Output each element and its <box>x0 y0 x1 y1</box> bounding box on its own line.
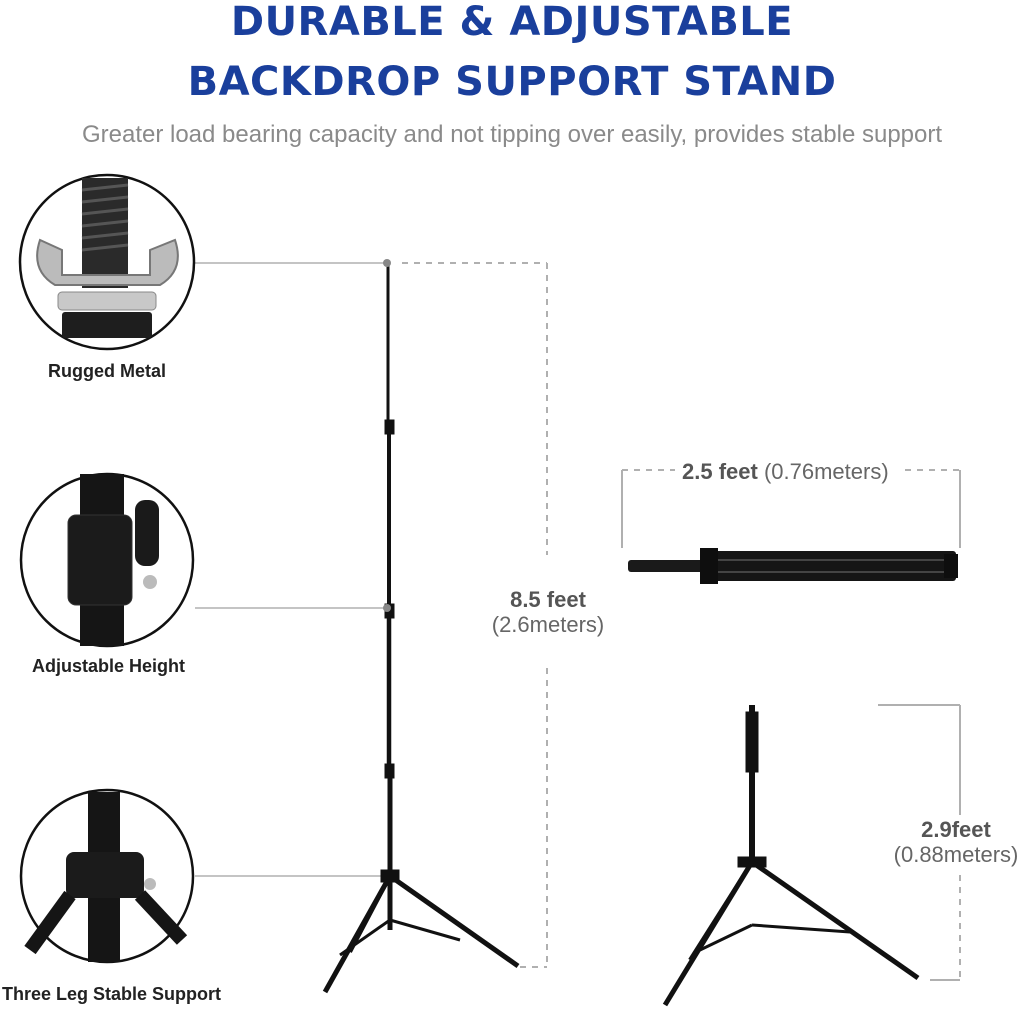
feature-label-rugged-metal: Rugged Metal <box>48 361 167 381</box>
folded-length-value: 2.5 feet <box>682 459 758 484</box>
title-line-1: DURABLE & ADJUSTABLE <box>230 0 794 45</box>
subtitle: Greater load bearing capacity and not ti… <box>81 121 943 148</box>
height-metric: (2.6meters) <box>491 612 605 638</box>
min-height-value: 2.9feet <box>921 817 991 842</box>
folded-length-label: 2.5 feet (0.76meters) <box>682 459 889 484</box>
feature-label-three-leg-support: Three Leg Stable Support <box>2 984 222 1004</box>
connector-lines <box>195 262 386 877</box>
min-height-label: 2.9feet (0.88meters) <box>888 817 1024 868</box>
min-height-guide <box>878 704 961 981</box>
feature-label-adjustable-height: Adjustable Height <box>32 656 186 676</box>
extended-stand <box>322 259 520 994</box>
height-dimension-label: 8.5 feet (2.6meters) <box>470 587 626 638</box>
height-lock-clamp-icon <box>19 472 195 648</box>
title-line-2: BACKDROP SUPPORT STAND <box>187 59 837 105</box>
min-height-metric: (0.88meters) <box>893 842 1019 868</box>
folded-length-guide <box>621 469 961 548</box>
height-dimension-guide <box>402 262 548 968</box>
folded-stand <box>628 548 958 584</box>
folded-length-metric: (0.76meters) <box>763 459 889 484</box>
wing-nut-icon <box>18 173 196 351</box>
tripod-base-icon <box>19 788 195 964</box>
height-value: 8.5 feet <box>510 587 586 612</box>
short-tripod <box>662 705 920 1007</box>
